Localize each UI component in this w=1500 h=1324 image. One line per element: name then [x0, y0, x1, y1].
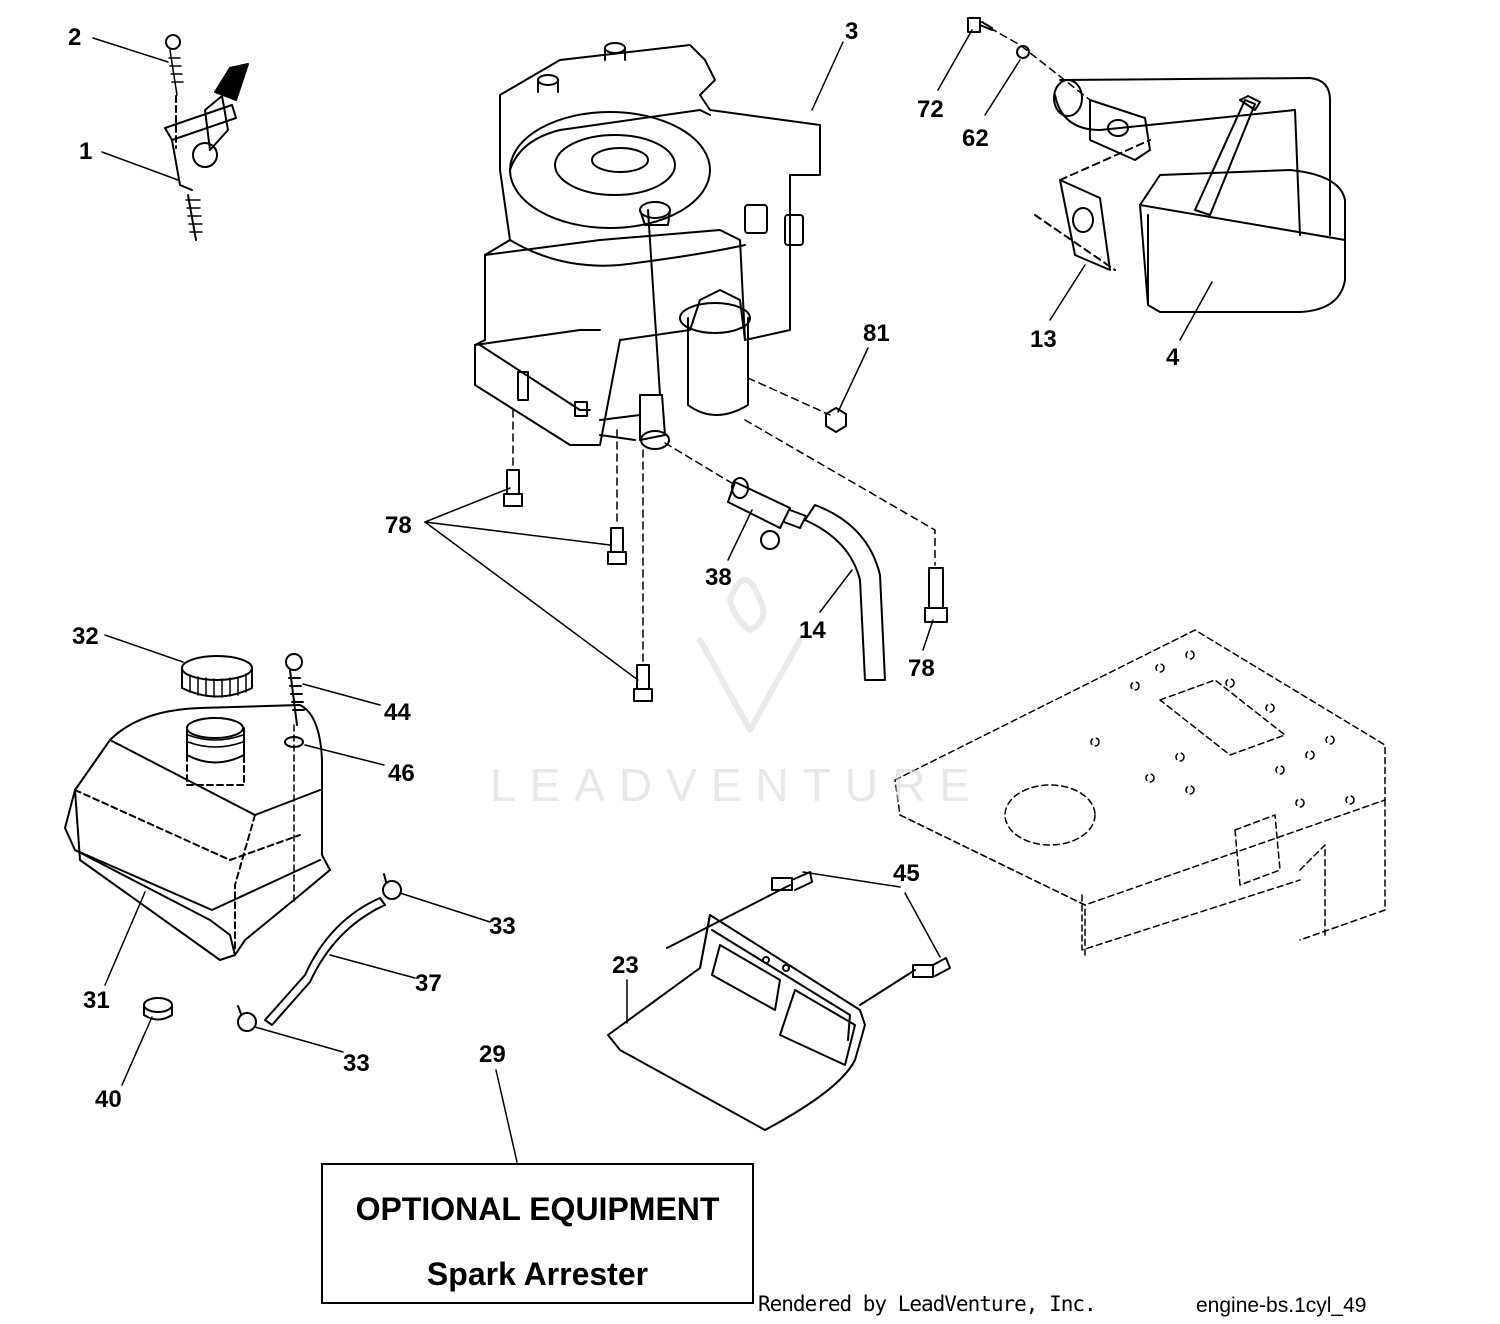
callout-label: 78	[908, 655, 935, 682]
callout-label: 33	[489, 913, 516, 940]
throttle-control-icon	[164, 34, 249, 241]
footer-credit: Rendered by LeadVenture, Inc.	[758, 1292, 1097, 1316]
callout-label: 1	[79, 138, 93, 165]
fuel-line-icon	[264, 897, 386, 1026]
optional-equipment-subtitle: Spark Arrester	[426, 1256, 649, 1292]
callout-label: 40	[95, 1086, 122, 1113]
grommet-icon	[143, 997, 173, 1021]
fuel-tank-icon	[64, 704, 331, 961]
callout-label: 33	[343, 1050, 370, 1077]
clamp-icon	[237, 873, 402, 1032]
leadventure-logo-icon	[697, 577, 803, 733]
callout-label: 32	[72, 623, 99, 650]
nut-icon	[825, 407, 847, 433]
callout-label: 38	[705, 564, 732, 591]
callout-label: 45	[893, 860, 920, 887]
optional-equipment-box: OPTIONAL EQUIPMENT Spark Arrester	[321, 1163, 754, 1304]
heat-shield-icon	[607, 871, 951, 1131]
callout-label: 62	[962, 125, 989, 152]
callout-label: 46	[388, 760, 415, 787]
callout-label: 44	[384, 699, 411, 726]
fuel-valve-icon	[727, 477, 807, 550]
callout-label: 23	[612, 952, 639, 979]
callout-label: 3	[845, 18, 859, 45]
engine-icon	[474, 42, 821, 450]
fuel-hose-icon	[804, 504, 886, 681]
callout-label: 31	[83, 987, 110, 1014]
screw-icon	[284, 653, 305, 906]
callout-label: 13	[1030, 326, 1057, 353]
optional-equipment-title: OPTIONAL EQUIPMENT	[355, 1191, 720, 1227]
callout-label: 78	[385, 512, 412, 539]
watermark: LEADVENTURE	[490, 759, 984, 811]
callout-label: 72	[917, 96, 944, 123]
chassis-frame-icon	[894, 629, 1386, 956]
callout-label: 2	[68, 24, 82, 51]
callout-label: 29	[479, 1041, 506, 1068]
callout-label: 37	[415, 970, 442, 997]
muffler-icon	[967, 17, 1346, 313]
footer-diagram-id: engine-bs.1cyl_49	[1196, 1294, 1367, 1317]
callout-label: 81	[863, 320, 890, 347]
callout-label: 4	[1166, 344, 1180, 371]
fuel-cap-icon	[181, 655, 253, 698]
callout-label: 14	[799, 617, 826, 644]
bolt-icon	[503, 469, 948, 702]
